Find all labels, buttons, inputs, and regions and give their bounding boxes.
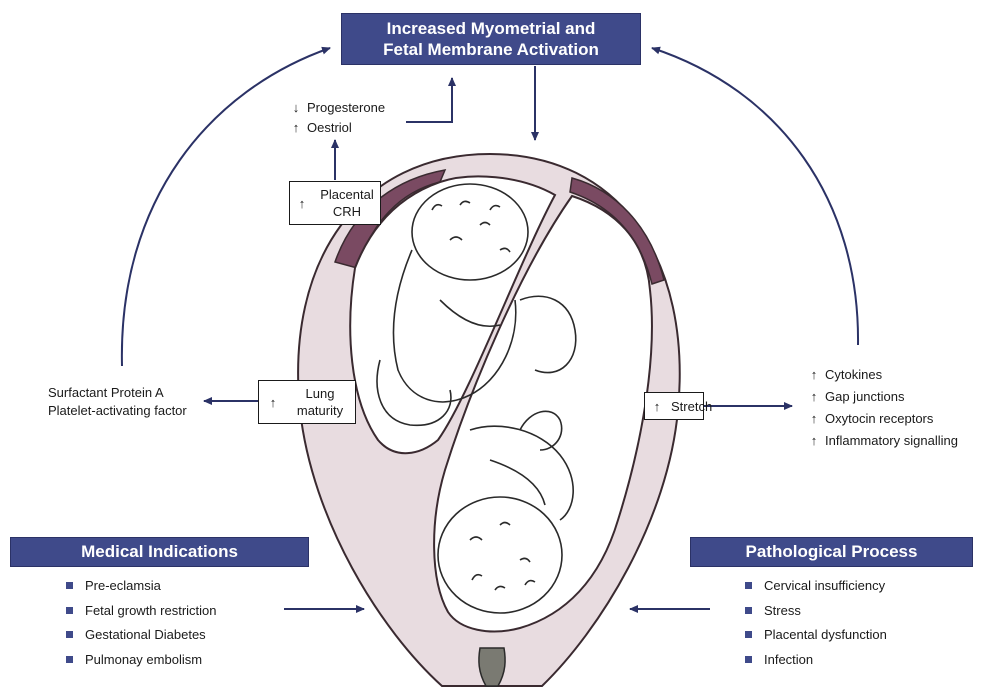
up-arrow-icon: ↑ (296, 196, 308, 211)
crh-line-2: CRH (316, 203, 378, 220)
square-bullet-icon (745, 631, 752, 638)
list-item: Gestational Diabetes (66, 627, 217, 652)
up-arrow-icon: ↑ (808, 386, 820, 408)
gap-junctions-item: ↑Gap junctions (808, 386, 958, 408)
placental-crh-box: ↑ Placental CRH (289, 181, 381, 225)
lung-line-2: maturity (287, 402, 353, 419)
right-feedback-arrow (652, 48, 858, 345)
pathological-process-header: Pathological Process (690, 537, 973, 567)
list-item: Cervical insufficiency (745, 578, 887, 603)
stretch-label: Stretch (671, 399, 712, 414)
pathological-process-title: Pathological Process (746, 542, 918, 561)
lung-maturity-box: ↑ Lung maturity (258, 380, 356, 424)
up-arrow-icon: ↑ (651, 399, 663, 414)
list-item: Infection (745, 652, 887, 677)
up-arrow-icon: ↑ (808, 408, 820, 430)
list-item: Fetal growth restriction (66, 603, 217, 628)
cervix (479, 648, 505, 686)
medical-indications-title: Medical Indications (81, 542, 238, 561)
list-item: Stress (745, 603, 887, 628)
list-item: Pre-eclamsia (66, 578, 217, 603)
list-item: Placental dysfunction (745, 627, 887, 652)
myometrial-activation-box: Increased Myometrial and Fetal Membrane … (341, 13, 641, 65)
square-bullet-icon (66, 656, 73, 663)
square-bullet-icon (66, 631, 73, 638)
square-bullet-icon (66, 607, 73, 614)
activation-line-2: Fetal Membrane Activation (342, 39, 640, 60)
square-bullet-icon (745, 582, 752, 589)
hormone-connector-arrow (406, 78, 452, 122)
medical-indications-list: Pre-eclamsia Fetal growth restriction Ge… (66, 578, 217, 676)
lung-line-1: Lung (287, 385, 353, 402)
up-arrow-icon: ↑ (290, 120, 302, 135)
square-bullet-icon (745, 607, 752, 614)
stretch-box: ↑ Stretch (644, 392, 704, 420)
up-arrow-icon: ↑ (267, 395, 279, 410)
surfactant-line-2: Platelet-activating factor (48, 402, 187, 420)
down-arrow-icon: ↓ (290, 100, 302, 115)
stretch-effects-list: ↑Cytokines ↑Gap junctions ↑Oxytocin rece… (808, 364, 958, 452)
inflammatory-signalling-item: ↑Inflammatory signalling (808, 430, 958, 452)
crh-line-1: Placental (316, 186, 378, 203)
oestriol-label: ↑Oestriol (290, 120, 352, 135)
list-item: Pulmonay embolism (66, 652, 217, 677)
oxytocin-receptors-item: ↑Oxytocin receptors (808, 408, 958, 430)
square-bullet-icon (66, 582, 73, 589)
progesterone-label: ↓Progesterone (290, 100, 385, 115)
cytokines-item: ↑Cytokines (808, 364, 958, 386)
surfactant-label: Surfactant Protein A Platelet-activating… (48, 384, 187, 420)
pathological-process-list: Cervical insufficiency Stress Placental … (745, 578, 887, 676)
up-arrow-icon: ↑ (808, 430, 820, 452)
surfactant-line-1: Surfactant Protein A (48, 384, 187, 402)
medical-indications-header: Medical Indications (10, 537, 309, 567)
activation-line-1: Increased Myometrial and (342, 18, 640, 39)
square-bullet-icon (745, 656, 752, 663)
up-arrow-icon: ↑ (808, 364, 820, 386)
